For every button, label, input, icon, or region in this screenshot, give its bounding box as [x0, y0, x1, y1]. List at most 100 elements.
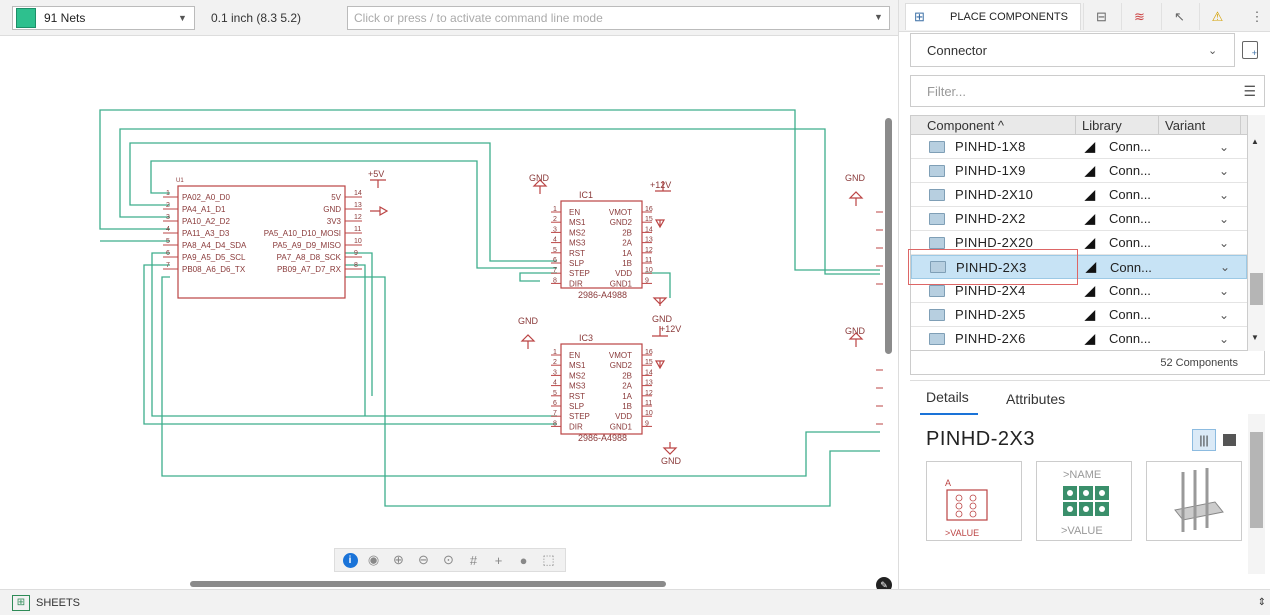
gnd-label: GND — [661, 456, 682, 466]
canvas-horizontal-scrollbar[interactable] — [190, 581, 666, 587]
chevron-down-icon[interactable]: ⌄ — [1218, 187, 1230, 202]
pin-number: 1 — [553, 349, 557, 356]
table-row[interactable]: PINHD-2X10◢Conn...⌄ — [911, 183, 1247, 207]
header-library[interactable]: Library — [1076, 116, 1159, 134]
ic1-symbol[interactable] — [560, 200, 643, 289]
library-name: Conn... — [1109, 331, 1151, 346]
ic3-symbol[interactable] — [560, 343, 643, 435]
net-selector[interactable]: 91 Nets ▼ — [12, 6, 195, 30]
crosshair-icon[interactable]: + — [494, 552, 503, 568]
pin-name: PA5_A10_D10_MOSI — [264, 229, 341, 238]
filter-input[interactable] — [911, 76, 1221, 106]
details-scrollbar[interactable] — [1248, 414, 1265, 574]
3d-model-preview[interactable] — [1146, 461, 1242, 541]
zoom-fit-icon[interactable]: ⊙ — [443, 552, 454, 567]
pin-number: 12 — [645, 390, 653, 397]
header-component[interactable]: Component ^ — [911, 116, 1076, 134]
symbol-preview[interactable]: A >VALUE — [926, 461, 1022, 541]
zoom-in-icon[interactable]: ⊕ — [393, 552, 404, 567]
u1-symbol[interactable] — [177, 185, 346, 299]
pin-number: 7 — [553, 410, 557, 417]
stop-icon[interactable]: ● — [519, 552, 528, 568]
eye-icon[interactable]: ◉ — [367, 552, 380, 567]
table-row[interactable]: PINHD-2X3◢Conn...⌄ — [911, 255, 1247, 279]
scroll-down-icon[interactable]: ▼ — [1251, 333, 1259, 342]
table-row[interactable]: PINHD-1X8◢Conn...⌄ — [911, 135, 1247, 159]
sheets-label[interactable]: SHEETS — [36, 596, 81, 609]
tab-selection-filter[interactable]: ↖ — [1161, 3, 1197, 30]
pin-name: VDD — [615, 269, 632, 278]
table-row[interactable]: PINHD-1X9◢Conn...⌄ — [911, 159, 1247, 183]
more-options-icon[interactable]: ⋮ — [1250, 8, 1264, 24]
sheets-icon[interactable]: ⊞ — [12, 594, 30, 611]
pin-name: 2B — [622, 228, 632, 237]
zoom-out-icon[interactable]: ⊖ — [418, 552, 429, 567]
scroll-up-icon[interactable]: ▲ — [1251, 137, 1259, 146]
table-row[interactable]: PINHD-2X6◢Conn...⌄ — [911, 327, 1247, 350]
ic1-ref-label: IC1 — [579, 190, 593, 200]
component-name: PINHD-2X4 — [955, 283, 1026, 298]
pin-number: 8 — [354, 262, 358, 269]
pin-number: 13 — [645, 380, 653, 387]
chevron-down-icon[interactable]: ⌄ — [1218, 163, 1230, 178]
tab-warnings[interactable]: ⚠ — [1199, 3, 1235, 30]
schematic-drawing[interactable]: U1PA02_A0_D01PA4_A1_D12PA10_A2_D23PA11_A… — [0, 36, 898, 551]
view-single-icon[interactable] — [1223, 434, 1236, 446]
pin-number: 10 — [645, 267, 653, 274]
chevron-down-icon[interactable]: ⌄ — [1219, 260, 1231, 274]
grid-size-label: 0.1 inch (8.3 5.2) — [211, 11, 302, 25]
library-icon: ◢ — [1085, 306, 1095, 322]
pin-name: STEP — [569, 269, 590, 278]
pin-name: MS2 — [569, 228, 586, 237]
pin-name: DIR — [569, 422, 583, 431]
ic3-ref-label: IC3 — [579, 333, 593, 343]
pin-number: 3 — [166, 214, 170, 221]
pin-name: GND1 — [610, 279, 633, 288]
library-category-select[interactable]: Connector ⌄ — [910, 33, 1235, 67]
footprint-preview[interactable]: >NAME >VALUE — [1036, 461, 1132, 541]
pin-name: 2B — [622, 371, 632, 380]
view-columns-icon[interactable]: ||| — [1192, 429, 1216, 451]
component-icon — [929, 284, 945, 297]
scroll-thumb[interactable] — [1250, 273, 1263, 305]
table-scrollbar[interactable]: ▲ ▼ — [1248, 115, 1265, 351]
tab-details[interactable]: Details — [920, 389, 978, 415]
chevron-down-icon[interactable]: ⌄ — [1218, 139, 1230, 154]
chevron-down-icon[interactable]: ⌄ — [1218, 283, 1230, 298]
pin-name: 2A — [622, 239, 632, 248]
select-region-icon[interactable]: ⬚ — [542, 552, 555, 567]
tab-browser[interactable]: ⊟ — [1083, 3, 1119, 30]
chevron-down-icon[interactable]: ⌄ — [1218, 307, 1230, 322]
component-name: PINHD-1X8 — [955, 139, 1026, 154]
tab-layers[interactable]: ≋ — [1121, 3, 1157, 30]
canvas-vertical-scrollbar[interactable] — [885, 118, 892, 354]
table-row[interactable]: PINHD-2X20◢Conn...⌄ — [911, 231, 1247, 255]
chevron-down-icon[interactable]: ⌄ — [1218, 211, 1230, 226]
new-library-icon[interactable]: + — [1242, 41, 1258, 59]
pin-name: SLP — [569, 259, 584, 268]
command-line-input[interactable] — [347, 6, 890, 30]
filter-settings-icon[interactable]: ☰ — [1243, 83, 1256, 99]
table-row[interactable]: PINHD-2X2◢Conn...⌄ — [911, 207, 1247, 231]
table-row[interactable]: PINHD-2X4◢Conn...⌄ — [911, 279, 1247, 303]
grid-icon[interactable]: # — [469, 552, 478, 568]
chevron-down-icon[interactable]: ⌄ — [1218, 235, 1230, 250]
tab-attributes[interactable]: Attributes — [1006, 391, 1066, 407]
chevron-down-icon[interactable]: ▼ — [874, 12, 883, 22]
expand-icon[interactable]: ⇕ — [1257, 597, 1266, 608]
tab-place-components[interactable]: ⊞ PLACE COMPONENTS — [905, 3, 1081, 30]
pin-number: 3 — [553, 226, 557, 233]
chevron-down-icon[interactable]: ⌄ — [1218, 331, 1230, 346]
table-row[interactable]: PINHD-2X5◢Conn...⌄ — [911, 303, 1247, 327]
pin-name: PA7_A8_D8_SCK — [277, 253, 342, 262]
info-icon[interactable]: i — [342, 552, 358, 568]
pin-name: PA10_A2_D2 — [182, 217, 230, 226]
pin-number: 6 — [553, 400, 557, 407]
view-toolbar: i ◉ ⊕ ⊖ ⊙ # + ● ⬚ — [334, 548, 566, 572]
header-variant[interactable]: Variant — [1159, 116, 1241, 134]
component-count: 52 Components — [910, 351, 1265, 375]
details-section: Details Attributes PINHD-2X3 ||| A >VALU… — [910, 380, 1270, 580]
component-name: PINHD-2X5 — [955, 307, 1026, 322]
scroll-thumb[interactable] — [1250, 432, 1263, 528]
